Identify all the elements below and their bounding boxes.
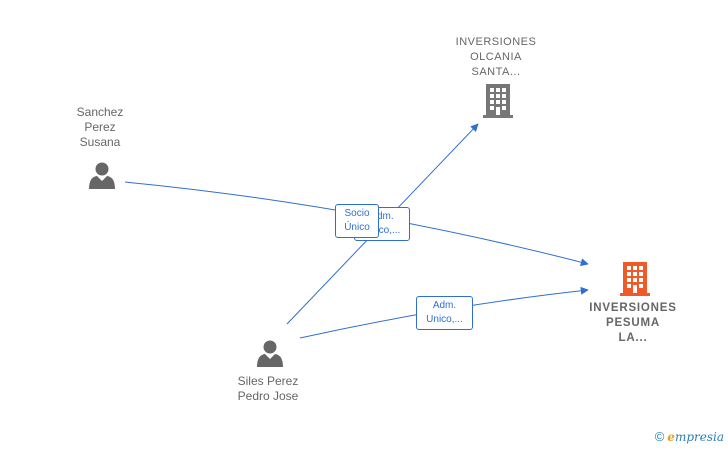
building-icon[interactable] <box>483 84 513 118</box>
person-label-siles[interactable]: Siles Perez Pedro Jose <box>237 374 299 403</box>
copyright-symbol: © <box>654 429 665 444</box>
edge-label-siles-pesuma[interactable]: Adm. Unico,... <box>416 296 473 330</box>
person-label-sanchez[interactable]: Sanchez Perez Susana <box>76 105 124 149</box>
brand-logo: empresia <box>667 429 724 444</box>
edge-label-sanchez-pesuma[interactable]: Socio Único <box>335 204 379 238</box>
company-label-pesuma[interactable]: INVERSIONES PESUMA LA... <box>589 302 677 344</box>
building-icon[interactable] <box>620 262 650 296</box>
person-icon[interactable] <box>257 340 283 368</box>
person-icon[interactable] <box>89 162 115 190</box>
brand-footer: © empresia <box>655 429 724 444</box>
company-label-olcania[interactable]: INVERSIONES OLCANIA SANTA... <box>455 36 537 78</box>
